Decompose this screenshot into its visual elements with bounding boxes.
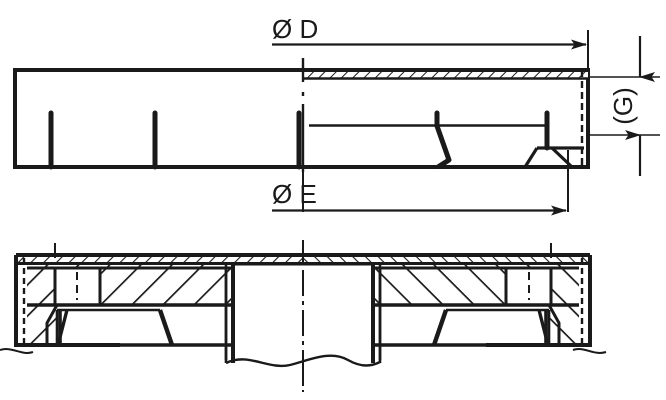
upper-top-plate-hatch	[303, 70, 588, 78]
dimension-thickness-g: (G)	[585, 36, 660, 176]
dimension-label-g: (G)	[608, 87, 638, 125]
lower-left-break-line	[0, 348, 34, 354]
lower-left-outer-wall	[14, 255, 120, 347]
lower-hub-break-line	[225, 354, 381, 368]
lower-left-gusset-a	[45, 304, 59, 345]
lower-left-gusset-c	[157, 309, 175, 346]
lower-right-outer-wall	[486, 255, 592, 347]
lower-section-view	[0, 240, 607, 392]
dimension-label-d: Ø D	[272, 14, 318, 44]
upper-side-view: Ø D Ø E (G)	[13, 14, 660, 216]
lower-right-cavity	[373, 305, 549, 345]
lower-right-gusset-c	[431, 309, 449, 346]
lower-right-break-line	[572, 348, 607, 354]
lower-right-plate-hatch	[303, 255, 590, 263]
lower-right-gusset-b	[537, 309, 550, 346]
lower-left-half	[14, 243, 303, 360]
dimension-diameter-d: Ø D	[272, 14, 589, 80]
lower-left-cavity	[57, 305, 233, 345]
dimension-label-e: Ø E	[272, 179, 317, 209]
lower-left-gusset-b	[56, 309, 69, 346]
lower-left-plate-hatch	[16, 255, 303, 263]
lower-right-gusset-a	[547, 304, 561, 345]
